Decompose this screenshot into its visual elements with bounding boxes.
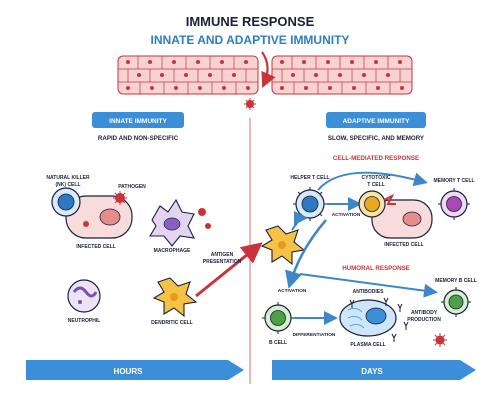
cytotoxic-label-line1: CYTOTOXIC bbox=[362, 175, 391, 181]
adaptive-header-label: ADAPTIVE IMMUNITY bbox=[343, 118, 410, 125]
pathogen-entry-arrow bbox=[261, 51, 276, 89]
pathogen-entering-icon bbox=[244, 98, 256, 110]
neutrophil-icon bbox=[67, 279, 101, 313]
epithelial-tissue-right bbox=[271, 55, 413, 95]
cytotoxic-t-cell-icon bbox=[358, 190, 396, 218]
b-cell-icon bbox=[262, 302, 294, 334]
adaptive-description: SLOW, SPECIFIC, AND MEMORY bbox=[328, 135, 425, 142]
cell-mediated-response-label: CELL-MEDIATED RESPONSE bbox=[333, 155, 419, 162]
page-subtitle: INNATE AND ADAPTIVE IMMUNITY bbox=[151, 33, 350, 47]
neutrophil-label: NEUTROPHIL bbox=[68, 318, 101, 324]
macrophage-pathogen-icon bbox=[198, 208, 211, 229]
infected-cell-adaptive-label: INFECTED CELL bbox=[384, 242, 423, 248]
pathogen-label: PATHOGEN bbox=[118, 184, 146, 190]
humoral-activation-arrow bbox=[285, 219, 327, 289]
presenting-dendritic-cell-icon bbox=[260, 225, 306, 266]
macrophage-icon bbox=[149, 198, 195, 247]
innate-header-label: INNATE IMMUNITY bbox=[109, 118, 167, 125]
epithelial-tissue-left bbox=[117, 55, 259, 95]
memory-b-arrow bbox=[299, 273, 438, 298]
memory-t-cell-icon bbox=[438, 188, 470, 220]
memory-b-cell-icon bbox=[441, 287, 471, 317]
activation-label-2: ACTIVATION bbox=[278, 288, 307, 294]
dendritic-cell-icon bbox=[152, 277, 198, 318]
antibody-production-line2: PRODUCTION bbox=[407, 317, 441, 323]
antibody-production-line1: ANTIBODY bbox=[411, 310, 438, 316]
page-title: IMMUNE RESPONSE bbox=[186, 14, 315, 29]
b-cell-label: B CELL bbox=[269, 340, 287, 346]
infected-cell-innate-icon bbox=[65, 195, 133, 239]
cytotoxic-label-line2: T CELL bbox=[367, 182, 385, 188]
activation-label-1: ACTIVATION bbox=[332, 212, 361, 218]
antibodies-label: ANTIBODIES bbox=[353, 289, 385, 295]
nk-cell-label-line1: NATURAL KILLER bbox=[46, 175, 90, 181]
antigen-label-line1: ANTIGEN bbox=[211, 252, 234, 258]
infected-cell-innate-label: INFECTED CELL bbox=[76, 244, 115, 250]
antigen-presentation-arrow bbox=[195, 242, 263, 298]
antibodies-icon bbox=[349, 297, 409, 342]
days-label: DAYS bbox=[361, 367, 383, 376]
nk-cell-label-line2: (NK) CELL bbox=[56, 182, 81, 188]
days-time-arrow: DAYS bbox=[272, 360, 476, 380]
innate-description: RAPID AND NON-SPECIFIC bbox=[98, 135, 179, 142]
helper-t-cell-icon bbox=[293, 187, 327, 221]
dendritic-to-helper-arrow bbox=[291, 211, 308, 231]
macrophage-label: MACROPHAGE bbox=[154, 248, 191, 254]
neutralized-pathogen-icon bbox=[433, 333, 447, 347]
nk-cell-icon bbox=[51, 187, 81, 217]
innate-immunity-header: INNATE IMMUNITY bbox=[92, 112, 184, 128]
pathogen-icon bbox=[113, 191, 127, 205]
hours-label: HOURS bbox=[114, 367, 144, 376]
differentiation-label: DIFFERENTIATION bbox=[293, 332, 336, 338]
memory-t-cell-label: MEMORY T CELL bbox=[433, 178, 474, 184]
memory-t-arrow bbox=[317, 171, 428, 191]
plasma-cell-icon bbox=[339, 299, 397, 337]
memory-b-cell-label: MEMORY B CELL bbox=[435, 278, 477, 284]
dendritic-cell-label: DENDRITIC CELL bbox=[151, 320, 193, 326]
plasma-cell-label: PLASMA CELL bbox=[350, 342, 385, 348]
adaptive-immunity-header: ADAPTIVE IMMUNITY bbox=[326, 112, 426, 128]
helper-t-cell-label: HELPER T CELL bbox=[290, 175, 329, 181]
hours-time-arrow: HOURS bbox=[26, 360, 244, 380]
infected-cell-adaptive-icon bbox=[371, 199, 433, 239]
humoral-response-label: HUMORAL RESPONSE bbox=[342, 265, 410, 272]
antigen-label-line2: PRESENTATION bbox=[203, 259, 242, 265]
